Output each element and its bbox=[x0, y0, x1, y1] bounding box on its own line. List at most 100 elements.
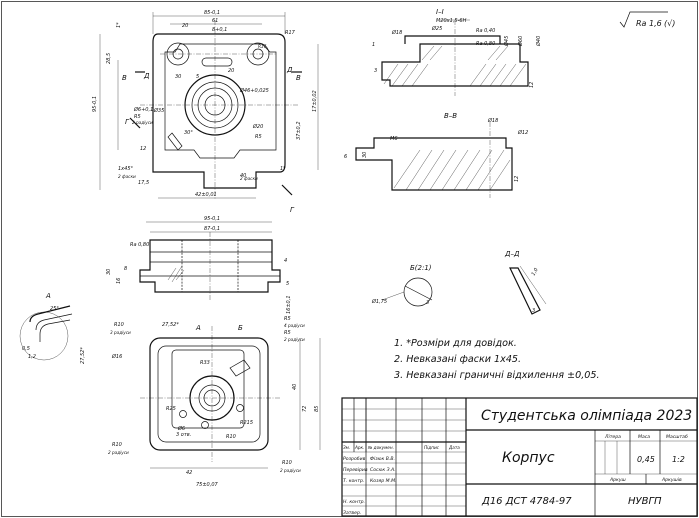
section-v-v-label: В–В bbox=[444, 112, 457, 120]
dim-2chamfers-b: 2 фаски bbox=[240, 176, 258, 181]
tb-sheet-label: Аркуш bbox=[609, 477, 627, 483]
sv-6: 6 bbox=[344, 154, 347, 160]
dd-3: 3 bbox=[532, 308, 535, 314]
si-d40: Ø40 bbox=[535, 36, 542, 47]
fv-ra080: Ra 0,80 bbox=[130, 242, 149, 248]
bv-4radii: 4 радіуси bbox=[284, 323, 305, 328]
si-d60: Ø60 bbox=[517, 36, 524, 47]
fv-16: 16 bbox=[116, 278, 122, 284]
dim-285: 28,5 bbox=[106, 53, 112, 64]
detail-b: Б(2:1) Ø1,75 3 bbox=[371, 264, 433, 307]
tb-litera-label: Літера bbox=[604, 434, 621, 440]
bv-42: 42 bbox=[186, 470, 192, 476]
cut-label-v-right: В bbox=[296, 74, 301, 82]
db-d175: Ø1,75 bbox=[371, 298, 387, 305]
tb-scale-label: Масштаб bbox=[666, 434, 688, 440]
dd-10: 1,0 bbox=[531, 267, 540, 277]
bv-d6: Ø6 bbox=[177, 425, 185, 432]
section-d-d: Д–Д 1,0 3 bbox=[504, 250, 547, 315]
bv-r5: R5 bbox=[284, 316, 291, 322]
fv-95: 95-0,1 bbox=[204, 216, 220, 222]
tb-head-zm: Зм. bbox=[343, 445, 350, 450]
cut-label-g-left: Г bbox=[125, 118, 130, 126]
si-3: 3 bbox=[374, 68, 377, 74]
bv-r33: R33 bbox=[200, 360, 210, 366]
cut-label-d-left: Д bbox=[143, 72, 150, 80]
sv-d18: Ø18 bbox=[487, 117, 498, 124]
bv-2752-top: 27,52* bbox=[162, 322, 179, 328]
bv-d16: Ø16 bbox=[111, 353, 122, 360]
tb-head-doc: № докумен. bbox=[367, 445, 394, 450]
bv-r10c: R10 bbox=[112, 442, 122, 448]
fv-16pm: 16±0,1 bbox=[286, 295, 292, 314]
si-d18: Ø18 bbox=[391, 29, 402, 36]
tb-head-ark: Арк. bbox=[354, 445, 364, 450]
bv-3holes: 3 отв. bbox=[176, 432, 191, 438]
dim-30deg: 30° bbox=[184, 130, 193, 136]
sv-d12: Ø12 bbox=[517, 129, 528, 136]
da-25deg: 25° bbox=[50, 306, 59, 312]
sv-m6: М6 bbox=[390, 136, 398, 142]
detail-a-label: А bbox=[45, 292, 51, 300]
dim-37: 37±0,2 bbox=[296, 121, 302, 140]
dim-42: 42±0,01 bbox=[195, 192, 217, 198]
section-i-i-label: І–І bbox=[436, 8, 444, 16]
si-m20: М20х1,5-6Н bbox=[436, 18, 467, 24]
bv-40: 40 bbox=[292, 384, 298, 390]
detail-a-mark: А bbox=[195, 324, 201, 332]
roughness-symbol: Ra 1,6 (√) bbox=[619, 11, 675, 28]
dim-r17b: R17 bbox=[258, 44, 267, 49]
cut-label-v-left: В bbox=[122, 74, 127, 82]
dim-8: 8+0,1 bbox=[212, 27, 227, 33]
dim-r17: R17 bbox=[285, 30, 296, 36]
tb-part-name: Корпус bbox=[502, 450, 555, 466]
bv-2radii: 2 радіуси bbox=[284, 337, 305, 342]
section-v-v: В–В Ø18 Ø12 М6 30 6 12 bbox=[344, 112, 528, 198]
bv-r10: R10 bbox=[114, 322, 124, 328]
da-12: 1,2 bbox=[28, 354, 36, 360]
tb-mass-label: Маса bbox=[638, 434, 650, 440]
fv-5: 5 bbox=[286, 281, 289, 287]
sv-30: 30 bbox=[362, 152, 368, 158]
section-i-i: І–І Ø18 Ø25 М20х1,5-6Н Ra 0,40 Ra 0,80 Ø… bbox=[372, 8, 542, 96]
cut-label-d-right: Д bbox=[286, 66, 293, 74]
dim-d46: Ø46+0,025 bbox=[239, 87, 269, 94]
detail-a: А 25° 0,5 1,2 bbox=[19, 292, 73, 361]
da-05: 0,5 bbox=[22, 346, 30, 352]
bv-r25: R25 bbox=[166, 406, 176, 412]
bv-r215: R215 bbox=[240, 420, 253, 426]
si-ra040: Ra 0,40 bbox=[476, 28, 495, 34]
dim-5: 5 bbox=[196, 74, 199, 80]
bv-r10b: R10 bbox=[226, 434, 236, 440]
front-view: 95-0,1 87-0,1 Ra 0,80 8 30 16 16±0,1 4 5 bbox=[106, 216, 292, 314]
bv-2752-side: 27,52* bbox=[80, 347, 86, 364]
fv-87: 87-0,1 bbox=[204, 226, 220, 232]
tb-name-2: Козяр М.М. bbox=[370, 478, 397, 484]
tb-organization: НУВГП bbox=[628, 496, 662, 507]
tb-scale-value: 1:2 bbox=[672, 455, 685, 464]
si-12: 12 bbox=[529, 82, 535, 88]
tb-head-sign: Підпис bbox=[424, 445, 440, 450]
dim-20: 20 bbox=[182, 23, 188, 29]
bv-75: 75±0,07 bbox=[196, 482, 219, 488]
tb-head-date: Дата bbox=[448, 445, 460, 450]
bv-2radii-b: 2 радіуси bbox=[108, 450, 129, 455]
tb-name-1: Сосюк З.А. bbox=[370, 467, 396, 473]
dim-20b: 20 bbox=[228, 68, 234, 74]
roughness-value: Ra 1,6 bbox=[636, 19, 662, 28]
dim-r5b: R5 bbox=[255, 134, 262, 140]
bv-85: 85 bbox=[314, 406, 320, 412]
bottom-view: А Б 27,52* R10 3 радіуси R5 4 радіуси R5… bbox=[80, 316, 321, 488]
si-d45: Ø45 bbox=[503, 36, 510, 47]
tb-mass-value: 0,45 bbox=[637, 455, 655, 464]
top-view: 85-0,1 61 20 8+0,1 R17 30 5 20 1* R17 Ø4… bbox=[92, 10, 319, 214]
si-d25: Ø25 bbox=[431, 25, 442, 32]
si-ra080: Ra 0,80 bbox=[476, 41, 495, 47]
fv-8: 8 bbox=[124, 266, 127, 272]
dim-r5: R5 bbox=[134, 114, 141, 120]
dim-chamfer: 1х45° bbox=[118, 166, 134, 172]
dim-d35: Ø35 bbox=[153, 107, 164, 114]
section-d-d-label: Д–Д bbox=[504, 250, 520, 258]
note-1: 1. *Розміри для довідок. bbox=[394, 337, 517, 349]
